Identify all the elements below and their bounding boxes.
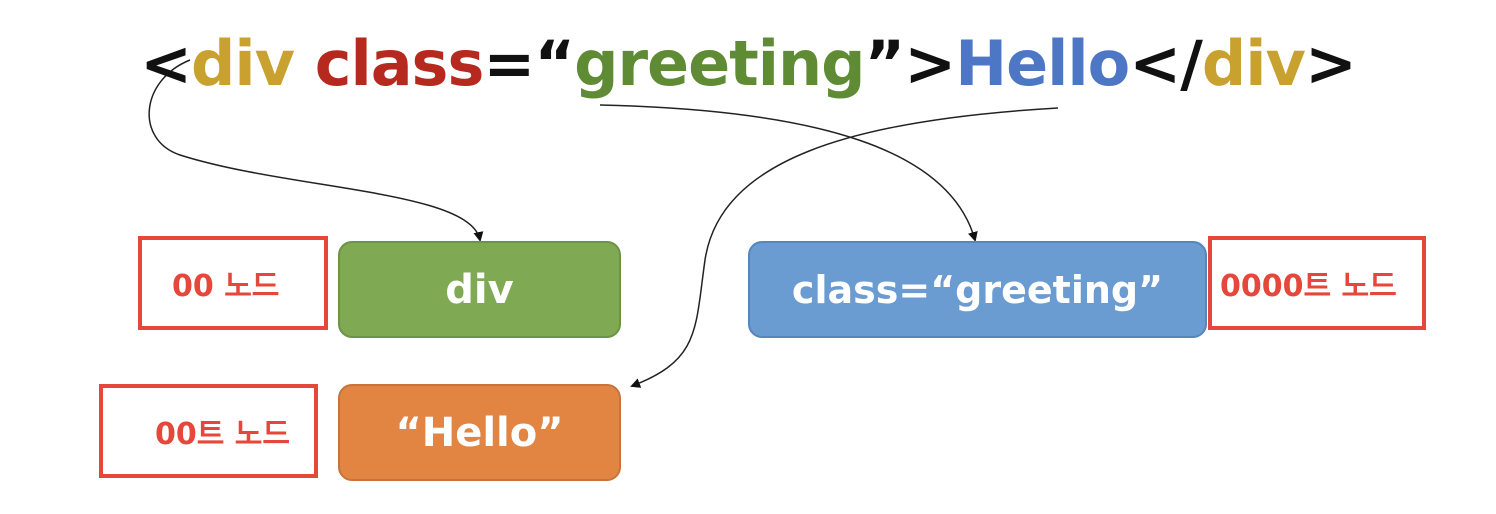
html-code-line: <div class=“greeting”>Hello</div> <box>0 24 1496 104</box>
attribute-name: class <box>314 27 485 100</box>
element-node: div <box>338 241 621 338</box>
close-quote: ” <box>864 27 906 100</box>
attribute-node-label: 0000트 노드 <box>1208 236 1426 330</box>
attribute-to-attribute-node-arrow <box>599 104 978 242</box>
tag-name: div <box>191 27 295 100</box>
attribute-node-text: class=“greeting” <box>791 267 1164 312</box>
end-open-bracket: </ <box>1129 27 1203 100</box>
open-bracket: < <box>140 27 192 100</box>
open-quote: “ <box>534 27 575 100</box>
end-tag-name: div <box>1201 27 1306 100</box>
tag-to-element-node-arrow <box>148 59 484 242</box>
close-bracket: > <box>904 27 956 100</box>
equals-sign: = <box>483 27 535 100</box>
text-node: “Hello” <box>338 384 621 481</box>
attribute-node-label-text: 0000트 노드 <box>1220 269 1397 304</box>
end-close-bracket: > <box>1304 27 1357 100</box>
text-node-label-text: 00트 노드 <box>155 417 290 452</box>
element-node-text: div <box>445 266 514 313</box>
text-content: Hello <box>955 27 1130 100</box>
text-node-text: “Hello” <box>395 409 564 456</box>
attribute-value: greeting <box>574 27 865 100</box>
element-node-label: 00 노드 <box>138 236 328 330</box>
space <box>294 27 315 100</box>
text-to-text-node-arrow <box>630 107 1059 388</box>
element-node-label-text: 00 노드 <box>172 269 280 304</box>
attribute-node: class=“greeting” <box>748 241 1207 338</box>
text-node-label: 00트 노드 <box>99 384 318 478</box>
